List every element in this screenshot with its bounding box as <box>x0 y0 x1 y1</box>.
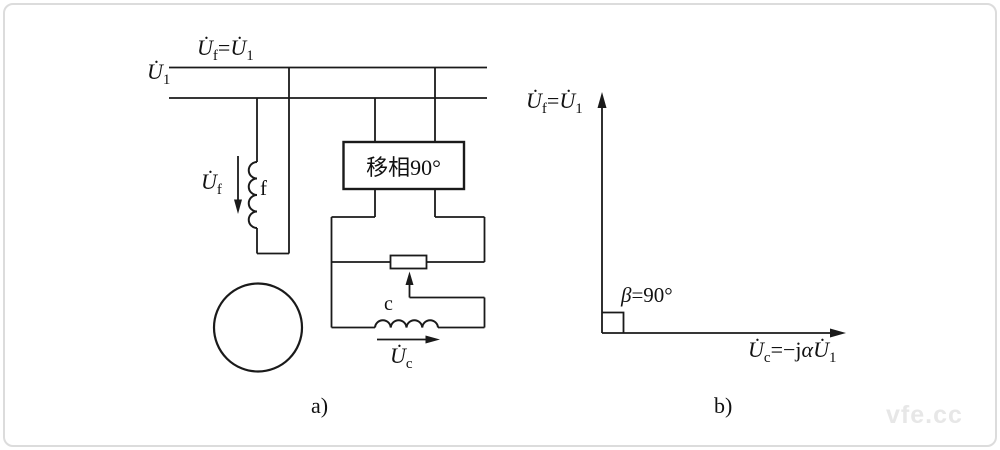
uc-arrowhead-icon <box>425 335 440 344</box>
motor-circle <box>212 282 304 373</box>
vertical-axis-label: U̇f=U̇1 <box>526 88 583 117</box>
control-winding-label: c <box>384 293 393 315</box>
horizontal-axis-label: U̇c=−jαU̇1 <box>748 337 837 366</box>
vertical-axis-arrowhead-icon <box>597 92 607 108</box>
wiper-arrowhead-icon <box>405 271 414 285</box>
field-voltage-label: U̇f <box>201 169 222 198</box>
bus-equation-label: U̇f=U̇1 <box>197 35 254 64</box>
field-winding-coil <box>247 161 258 229</box>
angle-label: β=90° <box>621 283 673 307</box>
line-voltage-label: U̇1 <box>147 59 171 88</box>
phase-shifter-label: 移相90° <box>366 154 441 180</box>
control-winding-coil <box>374 319 439 328</box>
control-voltage-label: U̇c <box>390 343 413 372</box>
field-winding-label: f <box>260 176 267 200</box>
phase-shifter-box <box>342 140 466 191</box>
right-angle-marker <box>602 311 625 333</box>
horizontal-axis-arrowhead-icon <box>830 328 846 338</box>
watermark: vfe.cc <box>886 401 963 429</box>
u-symbol: U̇ <box>197 35 213 60</box>
uf-arrowhead-icon <box>234 199 242 214</box>
caption-a: a) <box>311 393 329 418</box>
potentiometer-body <box>389 254 428 270</box>
caption-b: b) <box>714 393 733 418</box>
